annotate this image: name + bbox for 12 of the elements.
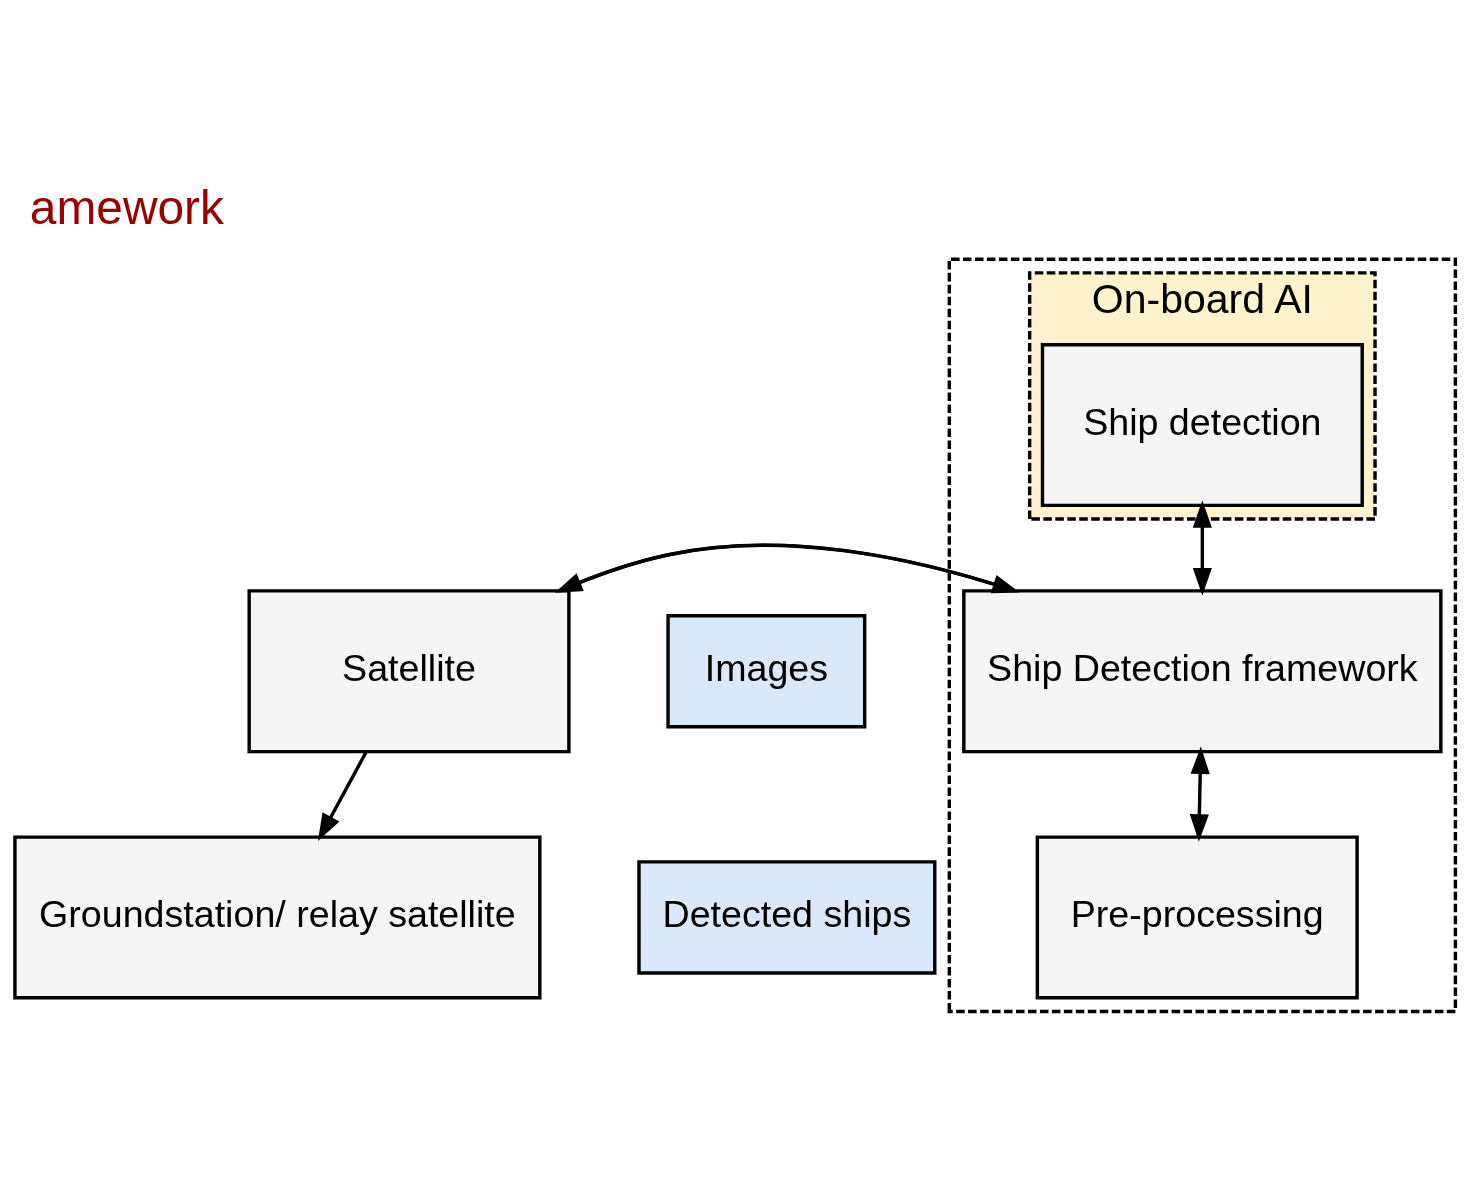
diagram-title: amework xyxy=(29,180,224,234)
node-box: Ship Detection framework xyxy=(962,588,1443,753)
node-box: Ship detection xyxy=(1040,342,1364,507)
node-box: Detected ships xyxy=(637,859,937,975)
node-box: Satellite xyxy=(247,588,571,753)
arrow xyxy=(1189,746,1210,842)
node-box: Groundstation/ relay satellite xyxy=(13,834,542,999)
arrow xyxy=(317,750,368,841)
arrow xyxy=(1192,499,1212,595)
node-box: Pre-processing xyxy=(1035,834,1359,999)
node-box: Images xyxy=(666,613,867,728)
cluster xyxy=(947,257,1458,1013)
